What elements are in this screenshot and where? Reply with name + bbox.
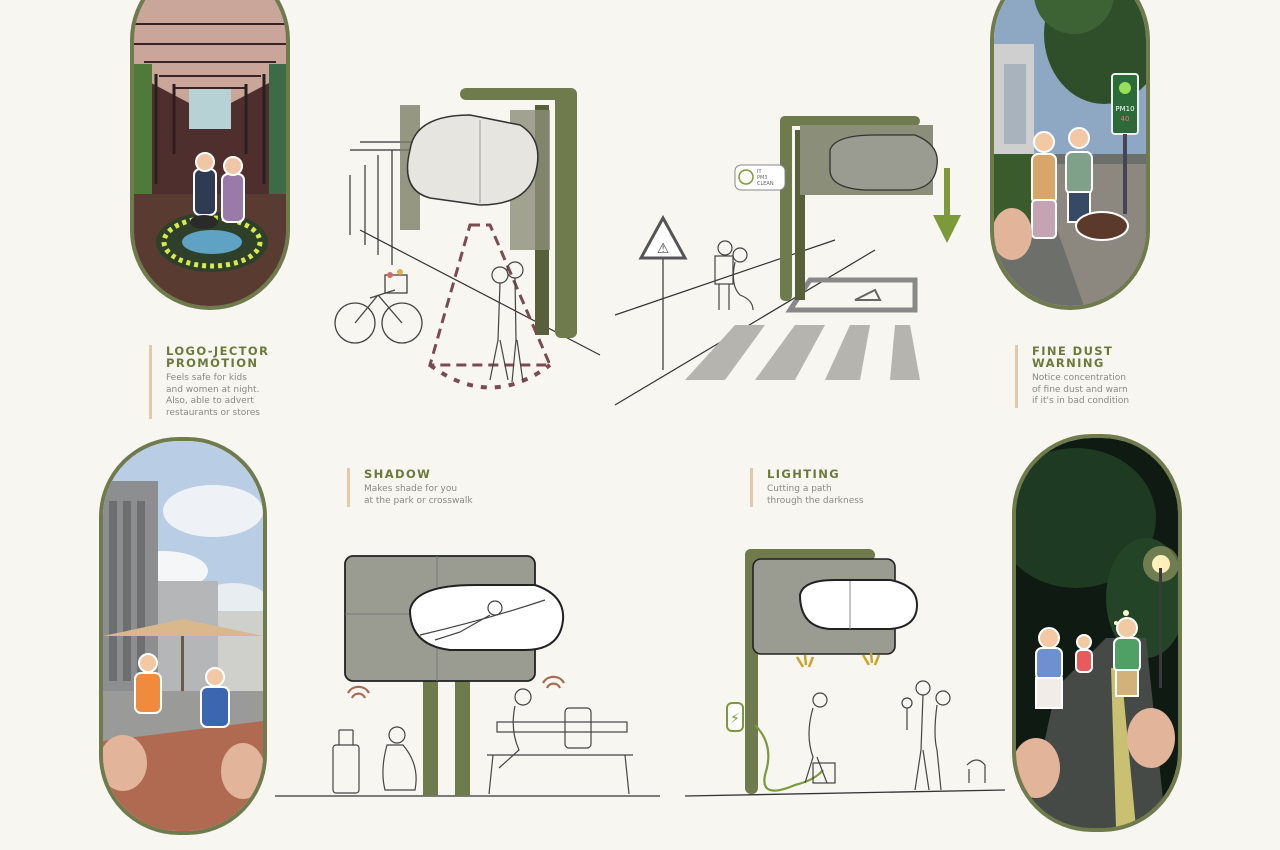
sensor-display-line2: PM3: [757, 175, 768, 181]
caption-line: Makes shade for you: [364, 484, 458, 494]
sensor-display-line1: IT: [757, 169, 762, 175]
caption-line: through the darkness: [767, 495, 864, 506]
caption-fine-dust-title-1: FINE DUST: [1032, 344, 1114, 358]
sensor-display-line3: CLEAN: [757, 181, 774, 187]
caption-logo-jector-title-1: LOGO-JECTOR: [166, 344, 270, 358]
photo-shadow-plaza: [99, 437, 267, 835]
illustration-shadow: [275, 555, 660, 797]
illustration-fine-dust: ⚠ IT PM3 CLEAN: [614, 116, 961, 406]
caption-line: of fine dust and warn: [1032, 384, 1128, 395]
caption-line: restaurants or stores: [166, 407, 260, 418]
photo-fine-dust-street: PM10 40: [990, 0, 1150, 310]
caption-line: at the park or crosswalk: [364, 495, 473, 506]
photo-logo-projection: [130, 0, 290, 310]
caption-line: Cutting a path: [767, 484, 832, 494]
caption-line: Also, able to advert: [166, 396, 254, 406]
caption-shadow-desc: Makes shade for you at the park or cross…: [364, 484, 473, 507]
caption-line: if it's in bad condition: [1032, 396, 1130, 406]
caption-line: Feels safe for kids: [166, 373, 247, 383]
svg-text:⚡: ⚡: [730, 711, 740, 727]
caption-fine-dust: FINE DUST WARNING Notice concentration o…: [1015, 345, 1129, 408]
caption-lighting-desc: Cutting a path through the darkness: [767, 484, 864, 507]
caption-line: Notice concentration: [1032, 373, 1126, 383]
caption-shadow: SHADOW Makes shade for you at the park o…: [347, 468, 473, 507]
caption-logo-jector-desc: Feels safe for kids and women at night. …: [166, 373, 269, 419]
caption-fine-dust-title-2: WARNING: [1032, 356, 1105, 370]
photo-sign-label: PM10: [1115, 105, 1134, 113]
illustration-lighting: ⚡: [684, 549, 1006, 797]
caption-logo-jector: LOGO-JECTOR PROMOTION Feels safe for kid…: [149, 345, 269, 419]
svg-text:⚠: ⚠: [657, 241, 670, 257]
photo-night-street: [1012, 434, 1182, 832]
caption-fine-dust-desc: Notice concentration of fine dust and wa…: [1032, 373, 1129, 408]
caption-line: and women at night.: [166, 384, 260, 395]
illustration-logo-jector: [334, 88, 601, 390]
photo-sign-value: 40: [1121, 115, 1130, 123]
caption-shadow-title: SHADOW: [364, 467, 432, 481]
caption-lighting: LIGHTING Cutting a path through the dark…: [750, 468, 864, 507]
caption-logo-jector-title-2: PROMOTION: [166, 356, 259, 370]
caption-lighting-title: LIGHTING: [767, 467, 841, 481]
